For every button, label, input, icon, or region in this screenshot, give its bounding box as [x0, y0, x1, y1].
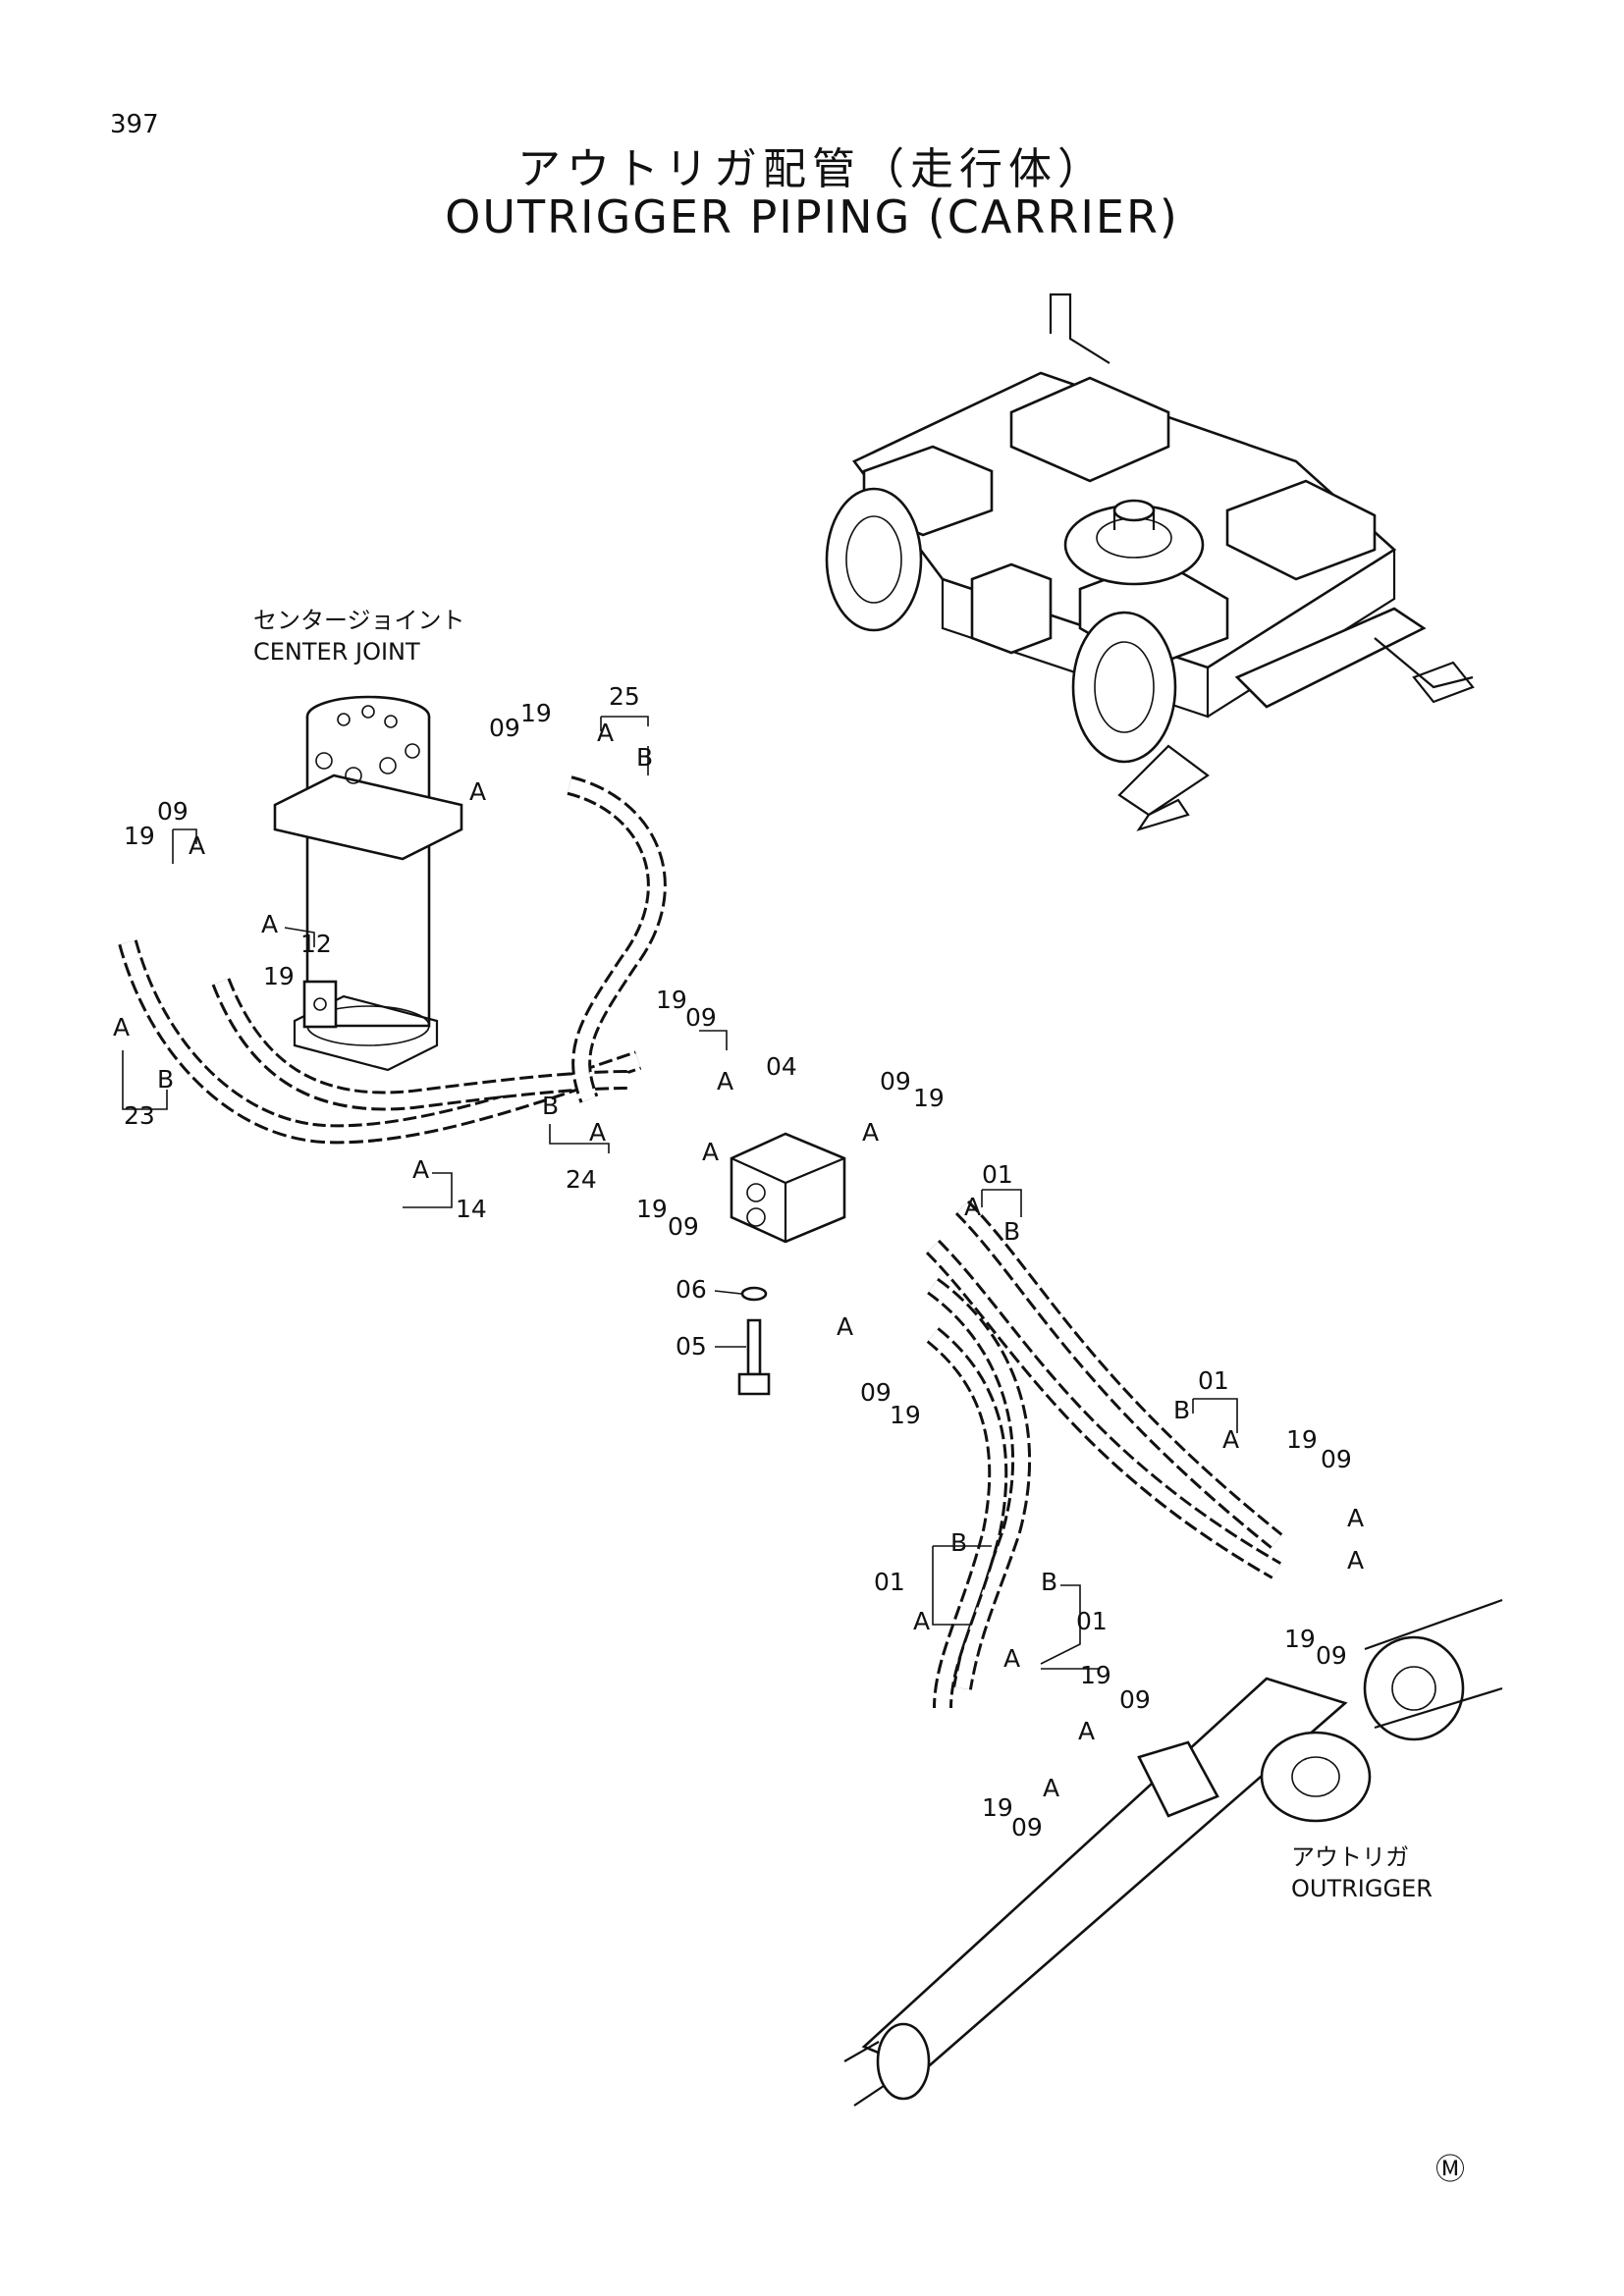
callout-01: 01 — [1198, 1366, 1229, 1395]
outrigger-label-jp: アウトリガ — [1291, 1843, 1409, 1871]
callout-a: A — [862, 1118, 879, 1147]
callout-a: A — [837, 1312, 853, 1341]
callout-a: A — [113, 1013, 130, 1041]
outrigger-label-en: OUTRIGGER — [1291, 1875, 1433, 1902]
callout-01: 01 — [1076, 1607, 1108, 1635]
callout-a: A — [1222, 1425, 1239, 1454]
callout-a: A — [717, 1067, 733, 1095]
callout-a: A — [1347, 1504, 1364, 1532]
callout-05: 05 — [676, 1332, 707, 1361]
callout-19: 19 — [124, 822, 155, 850]
part-callouts: 25 A B 09 19 A 09 19 A A 12 19 A B 23 A … — [113, 682, 1364, 1842]
page-number: 397 — [110, 110, 159, 139]
callout-a: A — [189, 831, 205, 860]
carrier-illustration — [825, 293, 1475, 831]
callout-a: A — [964, 1193, 981, 1221]
title-japanese: アウトリガ配管（走行体） — [517, 144, 1107, 194]
callout-09: 09 — [880, 1067, 911, 1095]
callout-19: 19 — [890, 1401, 921, 1429]
callout-09: 09 — [489, 714, 520, 742]
callout-19: 19 — [913, 1084, 945, 1112]
callout-b: B — [542, 1092, 559, 1120]
callout-04: 04 — [766, 1052, 797, 1081]
center-joint-illustration — [273, 695, 463, 1072]
callout-19: 19 — [520, 699, 552, 727]
callout-a: A — [589, 1118, 606, 1147]
callout-09: 09 — [685, 1003, 717, 1032]
callout-01: 01 — [874, 1568, 905, 1596]
callout-09: 09 — [1321, 1445, 1352, 1473]
callout-09: 09 — [1119, 1685, 1151, 1714]
callout-a: A — [1347, 1546, 1364, 1575]
callout-19: 19 — [1286, 1425, 1318, 1454]
callout-09: 09 — [157, 797, 189, 826]
callout-a: A — [1078, 1717, 1095, 1745]
callout-b: B — [950, 1528, 967, 1557]
title-english: OUTRIGGER PIPING (CARRIER) — [445, 190, 1179, 243]
m-mark: Ⓜ — [1435, 2153, 1465, 2187]
callout-a: A — [702, 1138, 719, 1166]
callout-a: A — [261, 910, 278, 938]
hose-assemblies — [118, 775, 1283, 1709]
callout-a: A — [1043, 1774, 1059, 1802]
callout-14: 14 — [456, 1195, 487, 1223]
callout-09: 09 — [668, 1212, 699, 1241]
callout-01: 01 — [982, 1160, 1013, 1189]
callout-12: 12 — [300, 930, 332, 958]
callout-a: A — [1003, 1644, 1020, 1673]
callout-25: 25 — [609, 682, 640, 711]
callout-09: 09 — [1316, 1641, 1347, 1670]
callout-a: A — [469, 777, 486, 806]
callout-a: A — [913, 1607, 930, 1635]
callout-06: 06 — [676, 1275, 707, 1304]
callout-b: B — [636, 743, 653, 772]
outrigger-cylinder-illustration — [843, 1598, 1503, 2107]
callout-19: 19 — [1080, 1661, 1111, 1689]
callout-24: 24 — [566, 1165, 597, 1194]
center-joint-label-jp: センタージョイント — [253, 607, 465, 634]
center-joint-label-en: CENTER JOINT — [253, 638, 420, 666]
callout-b: B — [157, 1065, 174, 1094]
callout-19: 19 — [263, 962, 295, 990]
callout-b: B — [1173, 1396, 1190, 1424]
callout-23: 23 — [124, 1101, 155, 1130]
callout-a: A — [412, 1155, 429, 1184]
callout-a: A — [597, 719, 614, 747]
callout-19: 19 — [656, 986, 687, 1014]
callout-09: 09 — [860, 1378, 892, 1407]
callout-09: 09 — [1011, 1813, 1043, 1842]
leader-lines — [122, 716, 1238, 1670]
callout-b: B — [1041, 1568, 1057, 1596]
valve-block-illustration — [730, 1132, 846, 1396]
callout-b: B — [1003, 1217, 1020, 1246]
callout-19: 19 — [1284, 1625, 1316, 1653]
callout-19: 19 — [636, 1195, 668, 1223]
callout-19: 19 — [982, 1793, 1013, 1822]
